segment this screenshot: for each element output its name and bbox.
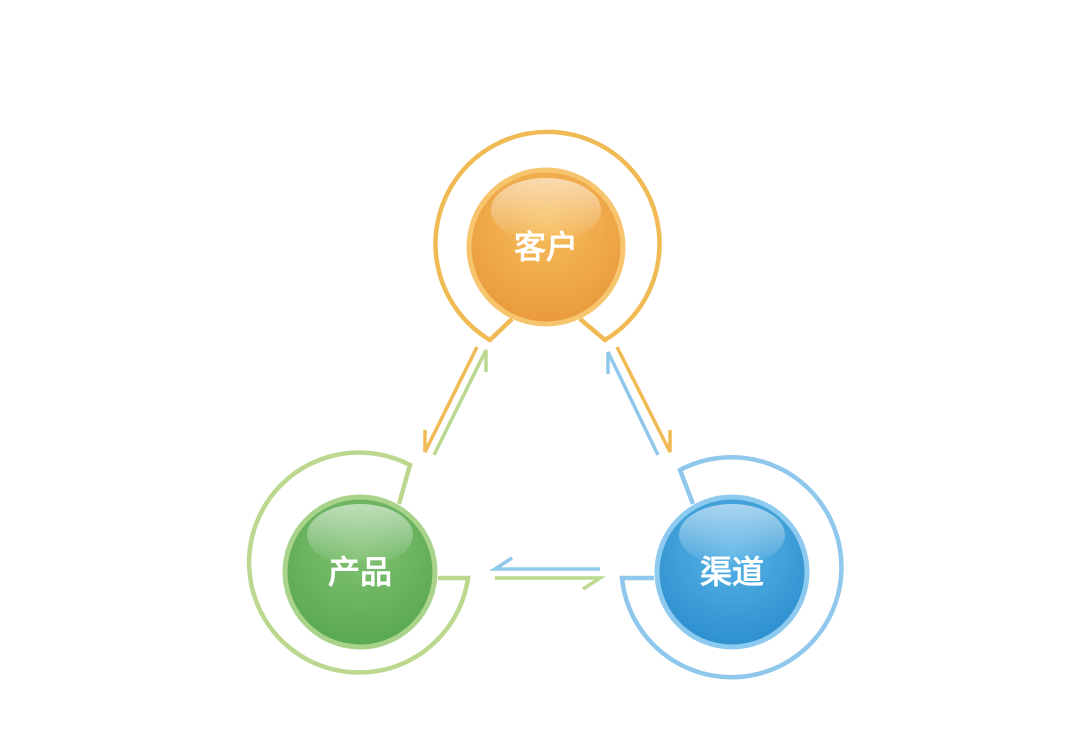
product-highlight [307, 504, 413, 566]
arrow-channel-to-product [489, 556, 600, 571]
customer-ring [433, 129, 662, 343]
arrow-product-to-channel [495, 576, 606, 591]
node-product: 产品 [246, 450, 471, 675]
channel-highlight [679, 504, 785, 566]
product-label: 产品 [328, 553, 392, 591]
arrow-customer-to-channel [615, 346, 672, 453]
channel-label: 渠道 [700, 553, 764, 591]
node-customer: 客户 [433, 129, 662, 343]
customer-highlight [491, 178, 601, 242]
product-ring [246, 450, 471, 675]
node-channel: 渠道 [619, 454, 844, 680]
arrow-product-to-customer [432, 349, 488, 456]
arrow-customer-to-product [423, 346, 479, 453]
customer-label: 客户 [514, 228, 578, 266]
channel-ring [619, 454, 844, 680]
arrow-channel-to-customer [606, 351, 660, 456]
